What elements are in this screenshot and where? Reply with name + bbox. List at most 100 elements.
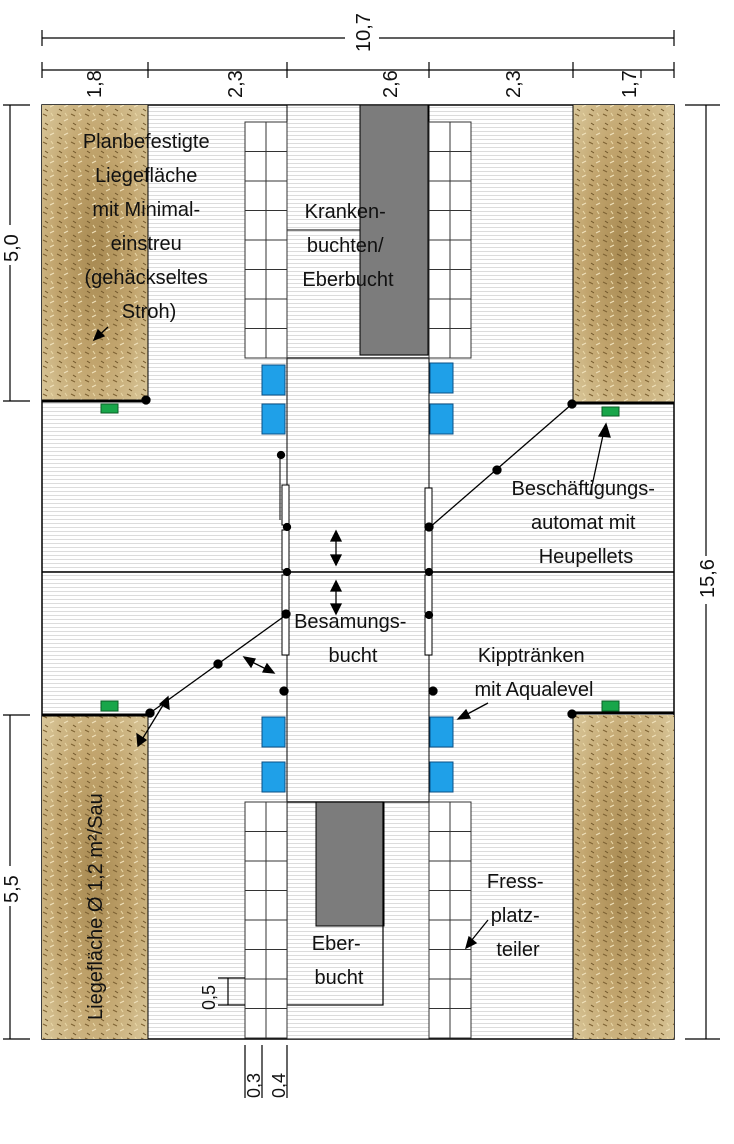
drinker-left-4 [261,761,286,793]
label-krankenbuchten: Kranken- buchten/ Eberbucht [302,201,394,291]
feeder-bottom-left [100,700,119,712]
stall-cell [428,151,451,182]
stall-grid-top-right [428,121,472,359]
stall-cell [428,239,451,270]
stall-cell [244,180,267,211]
stall-cell [449,239,472,270]
drinker-left-1 [261,364,286,396]
stall-cell [265,210,288,241]
dim-left-lower: 5,5 [1,875,23,903]
dim-seg-1: 1,8 [84,70,106,98]
stall-cell [449,180,472,211]
stall-cell [265,121,288,152]
dim-bottom-a: 0,3 [244,1073,264,1098]
stall-cell [428,269,451,300]
stall-cell [449,1008,472,1039]
label-kipptraenken: Kipptränken mit Aqualevel [475,645,594,701]
stall-cell [244,1008,267,1039]
stall-cell [449,978,472,1009]
drinker-right-1 [429,362,454,394]
stall-cell [265,298,288,329]
stall-cell [428,949,451,980]
label-beschaeftigung: Beschäftigungs- automat mit Heupellets [512,478,661,568]
stall-cell [428,831,451,862]
stall-cell [244,978,267,1009]
swing-gates [141,395,577,719]
stall-cell [428,328,451,359]
stall-cell [428,978,451,1009]
stall-cell [244,860,267,891]
stall-cell [244,269,267,300]
stall-grid-bottom-right [428,801,472,1039]
stall-cell [428,890,451,921]
pointer-arrows [92,326,611,950]
stall-cell [244,890,267,921]
stall-cell [265,328,288,359]
stall-cell [244,801,267,832]
stall-cell [265,860,288,891]
stall-cell [449,151,472,182]
stall-cell [449,121,472,152]
stall-grid-bottom-left [244,801,288,1039]
feeder-top-left [100,403,119,414]
dim-bottom-b: 0,4 [269,1073,289,1098]
stall-cell [449,210,472,241]
feeding-stall-grids [244,121,472,1039]
stall-cell [244,121,267,152]
straw-area-top-left [42,105,148,401]
stall-cell [265,831,288,862]
straw-area-bottom-right [573,715,674,1039]
stall-cell [244,298,267,329]
stall-cell [265,978,288,1009]
gray-pen-bottom [315,801,385,927]
stall-cell [428,860,451,891]
stall-cell [428,1008,451,1039]
stall-cell [428,298,451,329]
pen-walls [42,105,674,1039]
label-eberbucht: Eber- bucht [312,933,366,989]
drinker-right-3 [429,716,454,748]
dimension-labels: 10,7 1,8 2,3 2,6 2,3 1,7 5,0 5,5 15,6 0,… [0,13,720,1098]
stall-cell [265,1008,288,1039]
stall-cell [449,890,472,921]
stall-cell [244,210,267,241]
dim-total-width: 10,7 [353,13,375,52]
gray-pen-top [359,104,429,356]
stall-cell [265,949,288,980]
stall-cell [428,801,451,832]
dim-seg-2: 2,3 [225,70,247,98]
stall-cell [428,180,451,211]
dim-seg-4: 2,3 [503,70,525,98]
stall-cell [244,151,267,182]
straw-area-top-right [573,105,674,403]
label-fressplatzteiler: Fress- platz- teiler [487,871,549,961]
dim-seg-5: 1,7 [619,70,641,98]
hay-feeders [100,403,620,712]
stall-cell [449,949,472,980]
stall-cell [449,801,472,832]
drinker-right-2 [429,403,454,435]
dim-total-length: 15,6 [697,559,719,598]
stall-cell [244,239,267,270]
drinker-right-4 [429,761,454,793]
stall-cell [449,328,472,359]
dim-grid-cell: 0,5 [199,985,219,1010]
stall-cell [449,298,472,329]
dim-left-upper: 5,0 [1,234,23,262]
stall-cell [449,269,472,300]
straw-area-bottom-left [42,715,148,1039]
drinkers [261,362,454,793]
stall-cell [449,860,472,891]
stall-cell [428,210,451,241]
stall-cell [265,919,288,950]
stall-cell [244,831,267,862]
stall-cell [265,239,288,270]
stall-cell [428,919,451,950]
stall-cell [244,949,267,980]
stall-cell [244,919,267,950]
drinker-left-3 [261,716,286,748]
stall-cell [449,831,472,862]
dim-seg-3: 2,6 [380,70,402,98]
stall-cell [265,269,288,300]
